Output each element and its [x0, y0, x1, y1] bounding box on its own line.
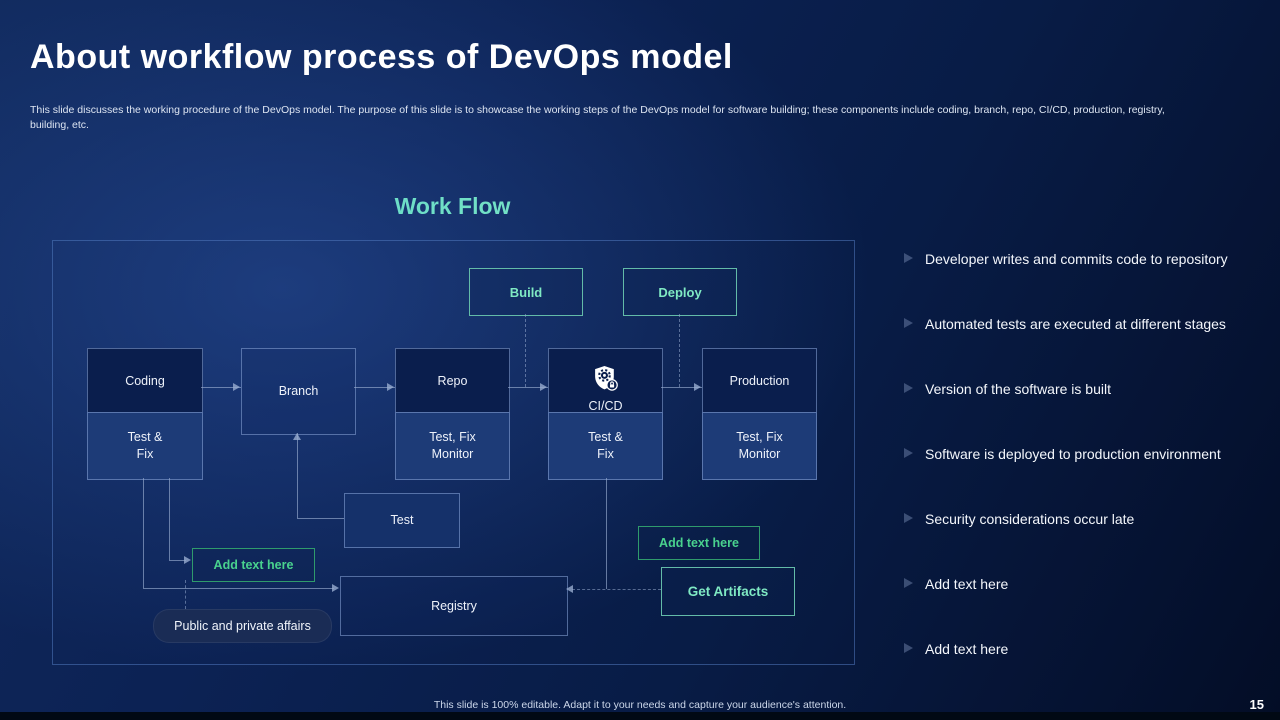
arrowhead-test-branch: [293, 433, 301, 440]
connector-to-add-text-left: [169, 560, 186, 561]
arrowhead-coding-branch: [233, 383, 240, 391]
page-title: About workflow process of DevOps model: [30, 38, 733, 76]
node-add-text-right: Add text here: [638, 526, 760, 560]
page-number: 15: [1249, 697, 1264, 712]
connector-branch-repo: [354, 387, 395, 388]
arrowhead-branch-repo: [387, 383, 394, 391]
list-item: Security considerations occur late: [898, 510, 1270, 528]
page-description: This slide discusses the working procedu…: [30, 104, 1165, 131]
node-repo-test-fix-monitor: Test, Fix Monitor: [395, 412, 510, 480]
arrowhead-registry-left: [332, 584, 339, 592]
triangle-bullet-icon: [904, 578, 913, 588]
connector-coding-branch: [201, 387, 241, 388]
node-cicd: CI/CD: [548, 348, 663, 414]
connector-test-left: [297, 518, 344, 519]
bullet-text: Add text here: [925, 641, 1009, 657]
triangle-bullet-icon: [904, 383, 913, 393]
bullet-text: Software is deployed to production envir…: [925, 446, 1221, 462]
triangle-bullet-icon: [904, 643, 913, 653]
arrowhead-cicd-production: [694, 383, 701, 391]
connector-to-pill: [185, 580, 186, 609]
triangle-bullet-icon: [904, 253, 913, 263]
connector-cicd-testfix-down: [606, 478, 607, 589]
connector-build-down: [525, 314, 526, 387]
node-coding-test-fix: Test & Fix: [87, 412, 203, 480]
bullet-text: Automated tests are executed at differen…: [925, 316, 1226, 332]
node-build: Build: [469, 268, 583, 316]
node-production-test-fix-monitor: Test, Fix Monitor: [702, 412, 817, 480]
connector-cicd-production: [661, 387, 702, 388]
node-production: Production: [702, 348, 817, 414]
workflow-title: Work Flow: [52, 193, 853, 220]
node-test: Test: [344, 493, 460, 548]
connector-testfix-down-short: [169, 478, 170, 560]
arrowhead-registry-right: [566, 585, 573, 593]
list-item: Add text here: [898, 575, 1270, 593]
connector-testfix-down-long: [143, 478, 144, 588]
list-item: Add text here: [898, 640, 1270, 658]
triangle-bullet-icon: [904, 448, 913, 458]
list-item: Version of the software is built: [898, 380, 1270, 398]
footer-bar: [0, 712, 1280, 720]
bullet-text: Version of the software is built: [925, 381, 1111, 397]
list-item: Automated tests are executed at differen…: [898, 315, 1270, 333]
connector-deploy-down: [679, 314, 680, 387]
bullet-text: Developer writes and commits code to rep…: [925, 251, 1228, 267]
bullet-text: Security considerations occur late: [925, 511, 1135, 527]
node-repo: Repo: [395, 348, 510, 414]
bullet-list: Developer writes and commits code to rep…: [898, 250, 1270, 705]
list-item: Developer writes and commits code to rep…: [898, 250, 1270, 268]
node-coding: Coding: [87, 348, 203, 414]
node-cicd-label: CI/CD: [588, 399, 623, 413]
node-registry: Registry: [340, 576, 568, 636]
bullet-text: Add text here: [925, 576, 1009, 592]
list-item: Software is deployed to production envir…: [898, 445, 1270, 463]
workflow-diagram: Build Deploy Coding Branch Repo CI/CD Pr…: [52, 240, 855, 665]
footer-note: This slide is 100% editable. Adapt it to…: [433, 699, 847, 711]
node-public-private-affairs: Public and private affairs: [153, 609, 332, 643]
triangle-bullet-icon: [904, 513, 913, 523]
arrowhead-add-text-left: [184, 556, 191, 564]
connector-test-up: [297, 433, 298, 518]
connector-testfix-registry: [143, 588, 334, 589]
triangle-bullet-icon: [904, 318, 913, 328]
node-deploy: Deploy: [623, 268, 737, 316]
node-cicd-test-fix: Test & Fix: [548, 412, 663, 480]
connector-repo-cicd: [508, 387, 548, 388]
connector-getartifacts-registry: [572, 589, 661, 590]
node-get-artifacts: Get Artifacts: [661, 567, 795, 616]
node-branch: Branch: [241, 348, 356, 435]
arrowhead-repo-cicd: [540, 383, 547, 391]
node-add-text-left: Add text here: [192, 548, 315, 582]
shield-gear-lock-icon: [592, 348, 619, 397]
